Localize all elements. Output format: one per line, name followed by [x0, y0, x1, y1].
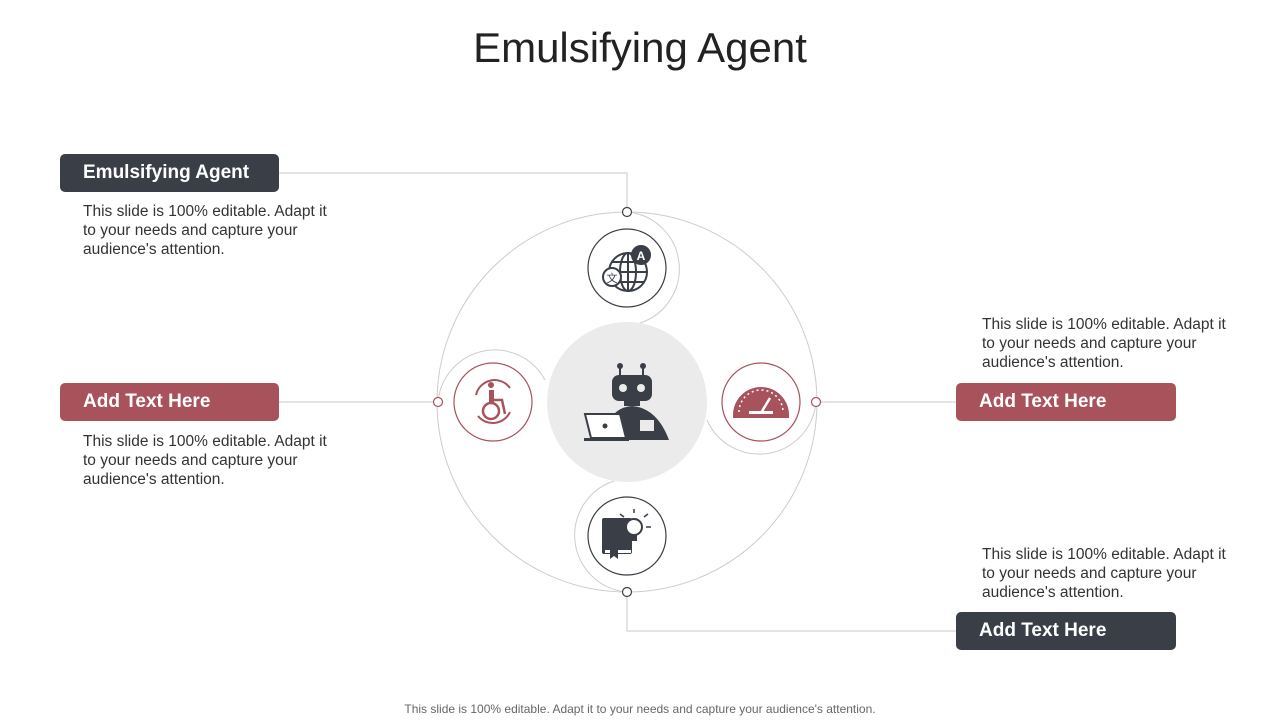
label-add-text-bottom: Add Text Here	[956, 612, 1176, 650]
description-bottom-right: This slide is 100% editable. Adapt it to…	[982, 546, 1226, 601]
label-add-text-left: Add Text Here	[60, 383, 279, 421]
small-circle-right	[721, 362, 801, 442]
connector-bottom	[626, 592, 956, 632]
small-circle-top: A 文	[587, 228, 667, 308]
description-left: This slide is 100% editable. Adapt it to…	[83, 433, 327, 488]
small-circle-left	[453, 362, 533, 442]
label-emulsifying-agent: Emulsifying Agent	[60, 154, 279, 192]
svg-text:A: A	[637, 249, 646, 263]
description-top-left: This slide is 100% editable. Adapt it to…	[83, 203, 327, 258]
svg-text:文: 文	[607, 271, 618, 285]
description-right: This slide is 100% editable. Adapt it to…	[982, 316, 1226, 371]
connector-dots	[432, 206, 822, 598]
page-title: Emulsifying Agent	[473, 24, 807, 71]
footer-note: This slide is 100% editable. Adapt it to…	[404, 702, 876, 716]
icon-arcs	[437, 211, 817, 593]
book-idea-icon	[602, 509, 651, 559]
connector-lines	[279, 172, 956, 632]
small-circle-bottom	[587, 496, 667, 576]
speedometer-icon	[733, 387, 789, 418]
translation-globe-icon	[602, 245, 651, 292]
robot-laptop-icon	[583, 363, 669, 441]
label-add-text-right: Add Text Here	[956, 383, 1176, 421]
connector-top	[279, 172, 628, 212]
accessibility-icon	[475, 379, 511, 425]
